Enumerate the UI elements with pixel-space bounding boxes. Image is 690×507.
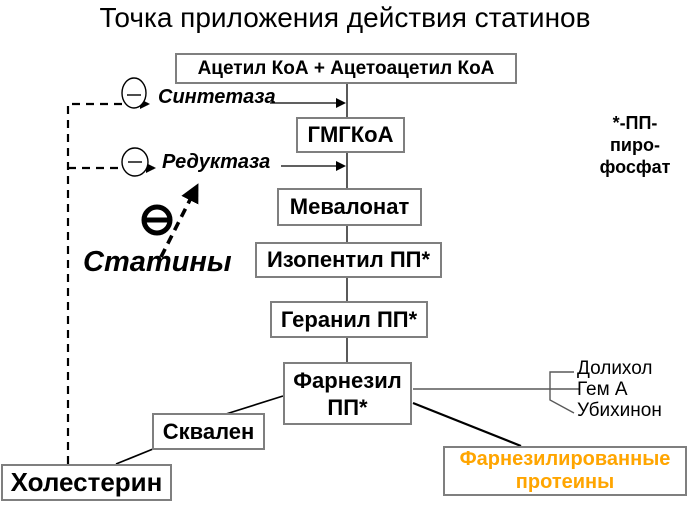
node-cholesterol: Холестерин [1,464,172,501]
node-cholesterol-label: Холестерин [10,467,163,497]
enzyme-synthetase-label: Синтетаза [158,86,276,108]
pp-footnote: *-ПП- пиро- фосфат [590,112,680,178]
products-bracket [549,371,575,414]
node-squalene-label: Сквален [162,418,255,444]
product-ubiquinone: Убихинон [577,400,662,421]
statins-label: Статины [83,246,232,278]
farnesyl-squalene-line [225,395,284,415]
node-acetyl-coa-label: Ацетил КоА + Ацетоацетил КоА [197,57,495,79]
minus-circle-synthetase-icon [121,77,147,109]
node-isopentyl-pp: Изопентил ПП* [255,242,442,278]
product-heme-a: Гем А [577,379,628,400]
node-hmgcoa-label: ГМГКоА [307,122,394,147]
farnesyl-proteins-line [412,401,522,448]
pp-footnote-line1: *-ПП- [612,113,658,133]
node-farnesyl-pp-label-line1: Фарнезил [293,367,402,393]
node-acetyl-coa: Ацетил КоА + Ацетоацетил КоА [175,53,517,84]
node-geranyl-pp: Геранил ПП* [270,301,428,338]
node-mevalonate-label: Мевалонат [289,194,410,219]
node-mevalonate: Мевалонат [277,188,422,226]
pp-footnote-line3: фосфат [599,157,671,177]
squalene-cholesterol-line [115,448,154,465]
node-hmgcoa: ГМГКоА [296,117,405,153]
minus-circle-reductase-icon [121,147,149,177]
node-squalene: Сквален [152,413,265,450]
side-products-list: Долихол Гем А Убихинон [577,358,662,421]
node-farnesyl-pp-label-line2: ПП* [327,394,368,420]
node-geranyl-pp-label: Геранил ПП* [280,306,418,332]
node-farnesylated-proteins-label-line2: протеины [515,471,615,493]
node-farnesylated-proteins-label-line1: Фарнезилированные [459,448,671,470]
product-dolichol: Долихол [577,358,653,379]
enzyme-reductase-label: Редуктаза [162,151,271,173]
node-farnesyl-pp: Фарнезил ПП* [283,362,412,425]
node-isopentyl-pp-label: Изопентил ПП* [266,247,431,272]
statins-dashed-arrow [159,183,199,258]
pp-footnote-line2: пиро- [610,135,660,155]
statins-inhibition-icon [141,204,173,236]
node-farnesylated-proteins: Фарнезилированные протеины [443,446,687,496]
page-title: Точка приложения действия статинов [99,2,591,33]
